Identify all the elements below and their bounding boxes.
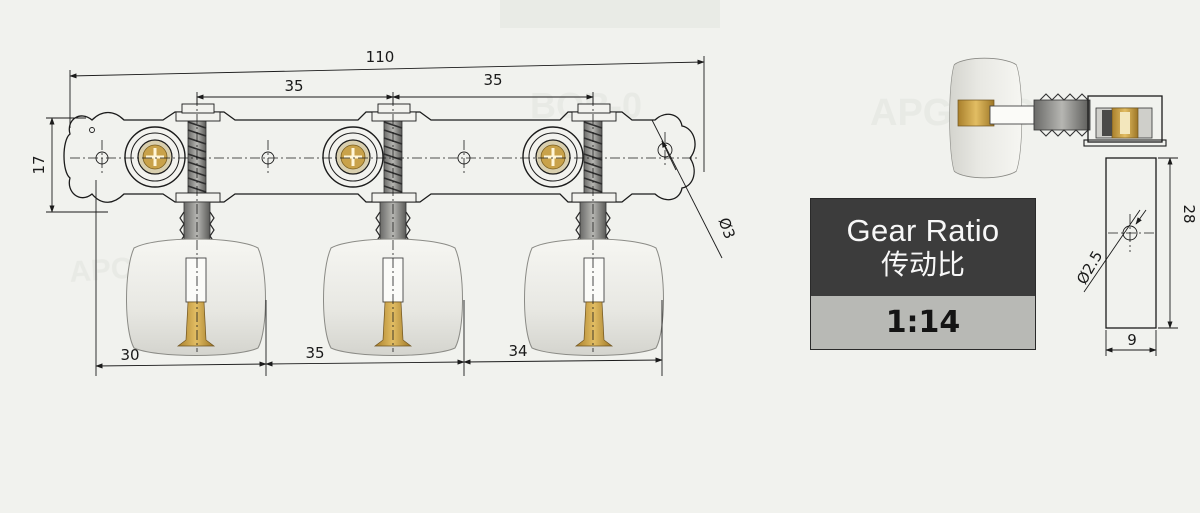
dim-side-hole-diameter: Ø2.5 xyxy=(1073,248,1106,288)
gear-ratio-title-en: Gear Ratio xyxy=(846,212,1000,248)
front-dimensions: 110 35 35 17 Ø3 30 35 34 xyxy=(30,48,739,376)
front-view xyxy=(63,96,700,356)
dim-plate-height: 17 xyxy=(30,155,48,174)
side-view-bottom: 28 Ø2.5 9 xyxy=(1073,157,1198,356)
gear-ratio-panel: Gear Ratio 传动比 1:14 xyxy=(810,198,1036,350)
side-view-top xyxy=(949,57,1167,179)
dim-hole-spacing-2: 35 xyxy=(483,71,502,89)
dim-side-height: 28 xyxy=(1180,204,1198,223)
gear-ratio-header: Gear Ratio 传动比 xyxy=(811,199,1035,296)
base-plate-outline xyxy=(63,111,696,203)
string-post-2 xyxy=(321,125,385,189)
gear-ratio-value: 1:14 xyxy=(811,296,1035,349)
dim-overall-length: 110 xyxy=(366,48,395,66)
dim-button-spacing-3: 34 xyxy=(508,342,527,360)
gear-ratio-title-cn: 传动比 xyxy=(880,247,965,281)
string-post-1 xyxy=(123,125,187,189)
string-post-3 xyxy=(521,125,585,189)
dim-side-width: 9 xyxy=(1127,331,1137,349)
dim-button-spacing-2: 35 xyxy=(305,344,324,362)
dim-hole-spacing-1: 35 xyxy=(284,77,303,95)
dim-button-spacing-1: 30 xyxy=(120,346,139,364)
dim-hole-diameter: Ø3 xyxy=(715,215,739,241)
